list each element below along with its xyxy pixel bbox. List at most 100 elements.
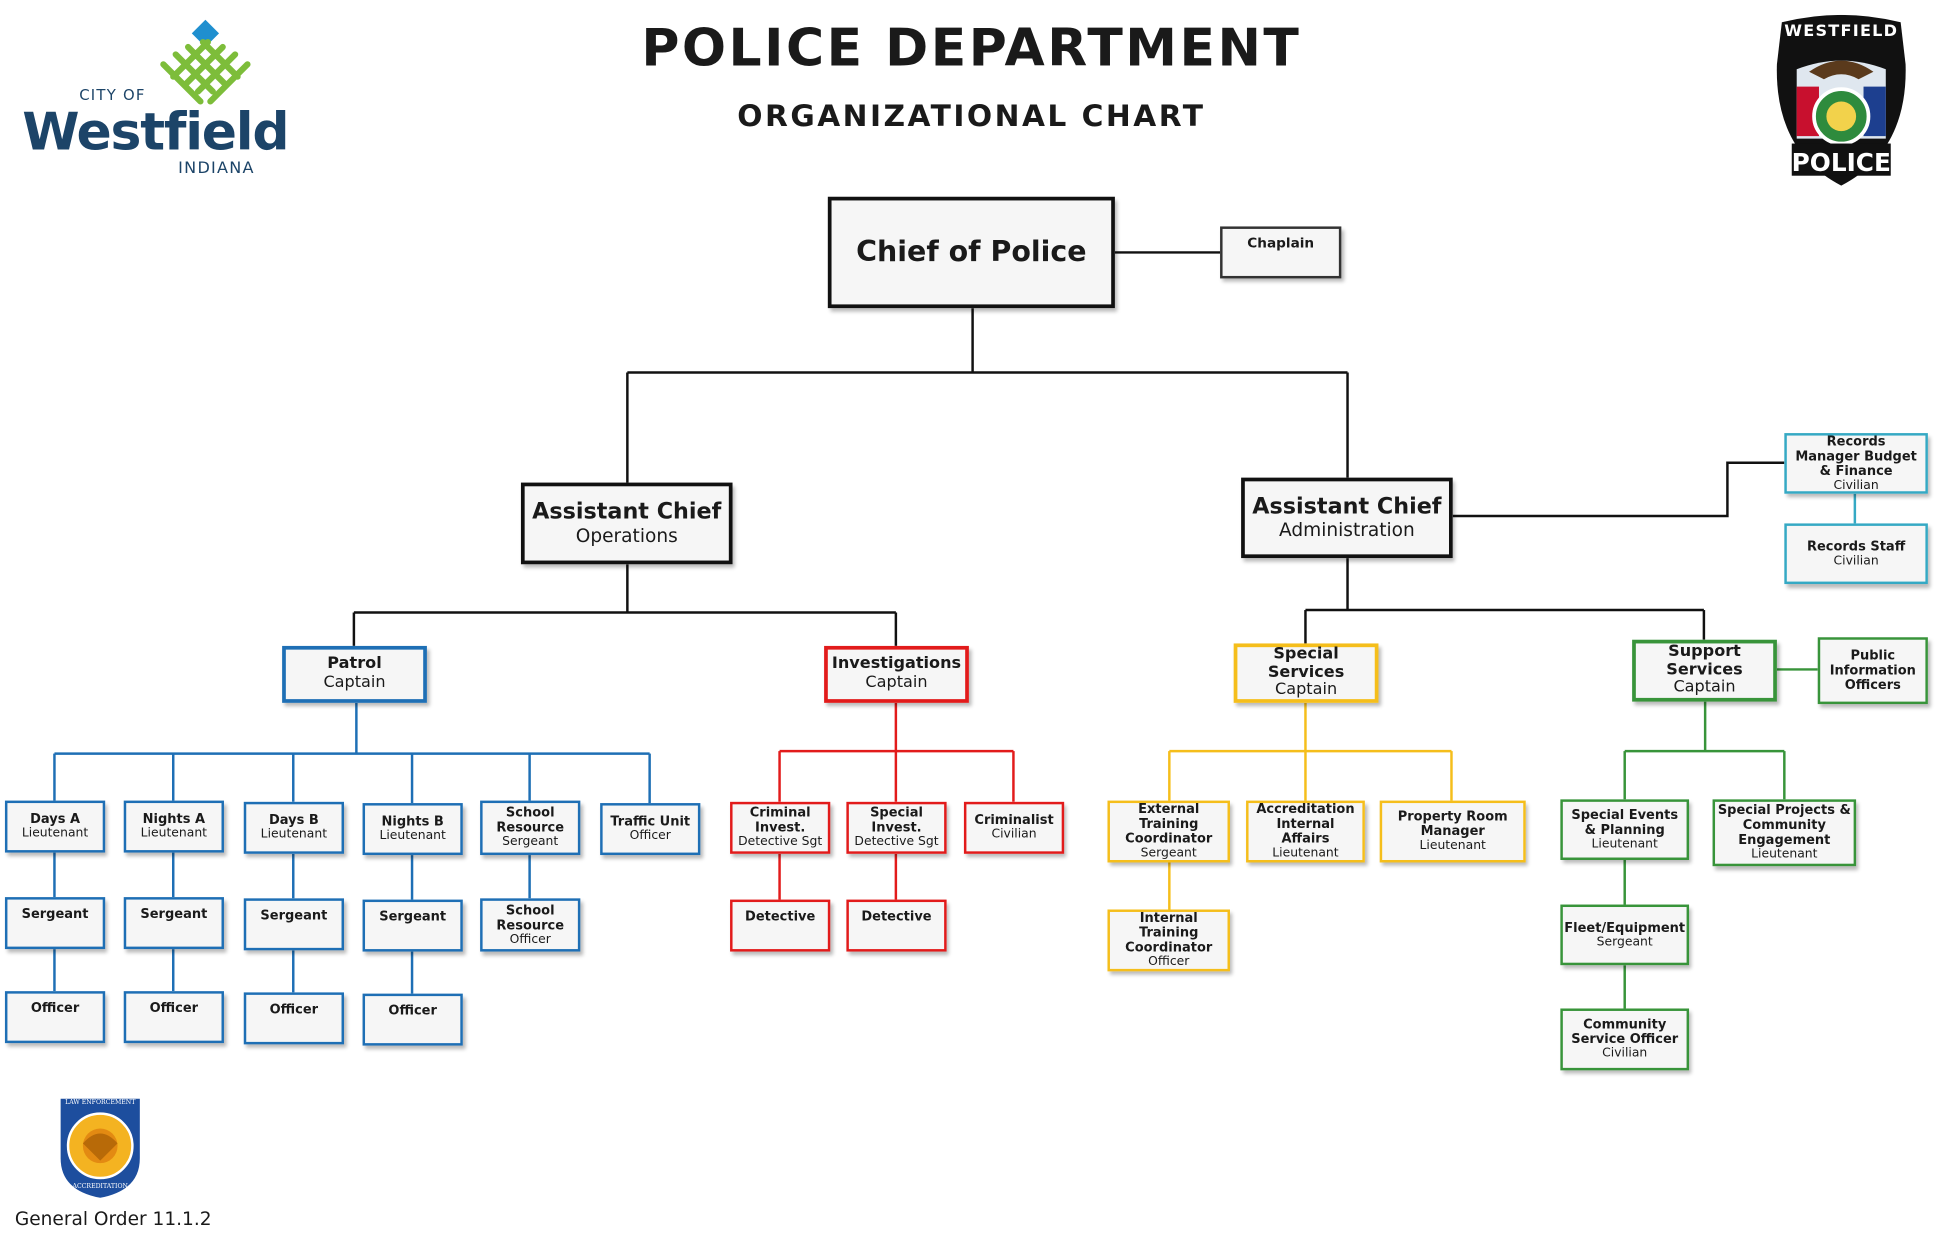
records-staff-box: Records Staff Civilian: [1784, 523, 1928, 585]
chief-of-police-title: Chief of Police: [856, 236, 1087, 269]
city-logo-line1: CITY OF: [79, 86, 146, 104]
city-logo: CITY OF Westfield INDIANA: [17, 15, 290, 182]
detective-box: Detective: [730, 899, 831, 952]
patrol-officer-box: Officer: [123, 991, 224, 1044]
patrol-unit-days-b: Days B Lieutenant: [243, 801, 344, 854]
assistant-chief-operations-box: Assistant Chief Operations: [520, 482, 733, 565]
patrol-sergeant-box: Sergeant: [4, 897, 106, 950]
city-logo-line2: Westfield: [22, 101, 289, 163]
police-badge-icon: [1776, 14, 1906, 186]
patrol-unit-sub: Officer: [629, 829, 671, 844]
school-resource-officer-title: School Resource: [496, 902, 565, 933]
inv-unit-sub: Civilian: [991, 828, 1037, 842]
accreditation-seal-icon: [60, 1098, 140, 1198]
patrol-unit-nights-a: Nights A Lieutenant: [123, 800, 224, 853]
officer-title: Officer: [388, 1003, 437, 1019]
internal-training-sub: Officer: [1148, 955, 1190, 970]
special-unit-sub: Lieutenant: [1272, 846, 1339, 861]
detective-box: Detective: [846, 899, 947, 952]
special-unit-sub: Sergeant: [1140, 846, 1197, 861]
patrol-unit-traffic: Traffic Unit Officer: [600, 803, 701, 856]
support-unit-title: Special Projects & Community Engagement: [1717, 803, 1851, 848]
internal-training-title: Internal Training Coordinator: [1125, 910, 1213, 956]
records-manager-box: Records Manager Budget & Finance Civilia…: [1784, 433, 1928, 494]
sergeant-title: Sergeant: [260, 908, 328, 924]
patrol-unit-title: Traffic Unit: [610, 814, 691, 830]
patrol-officer-box: Officer: [243, 992, 344, 1045]
patrol-captain-box: Patrol Captain: [282, 645, 427, 703]
special-unit-sub: Lieutenant: [1419, 839, 1486, 853]
patrol-unit-title: School Resource: [496, 805, 565, 836]
special-services-title: Special Services: [1267, 644, 1345, 682]
special-invest-box: Special Invest. Detective Sgt: [846, 801, 947, 854]
patrol-officer-box: Officer: [4, 991, 106, 1044]
sergeant-title: Sergeant: [140, 907, 208, 922]
seal-top-text: LAW ENFORCEMENT: [65, 1098, 136, 1107]
officer-title: Officer: [269, 1002, 319, 1018]
investigations-title: Investigations: [831, 654, 962, 674]
patrol-sub: Captain: [323, 673, 386, 692]
patrol-sergeant-box: Sergeant: [362, 899, 463, 952]
investigations-sub: Captain: [865, 673, 928, 692]
badge-bottom-text: POLICE: [1791, 147, 1891, 177]
school-resource-officer-sub: Officer: [509, 932, 551, 947]
special-services-sub: Captain: [1275, 681, 1338, 700]
community-service-officer-box: Community Service Officer Civilian: [1560, 1008, 1690, 1071]
patrol-unit-days-a: Days A Lieutenant: [4, 800, 106, 853]
patrol-unit-title: Days B: [268, 813, 319, 829]
admin-chief-sub: Administration: [1278, 518, 1415, 542]
school-resource-officer-box: School Resource Officer: [480, 898, 581, 952]
accreditation-seal: LAW ENFORCEMENT ACCREDITATION: [56, 1094, 145, 1200]
sergeant-title: Sergeant: [21, 907, 89, 922]
support-unit-title: Special Events & Planning: [1571, 807, 1679, 838]
fleet-title: Fleet/Equipment: [1564, 920, 1686, 936]
criminalist-box: Criminalist Civilian: [963, 801, 1065, 854]
cso-title: Community Service Officer: [1571, 1017, 1679, 1048]
ops-chief-title: Assistant Chief: [532, 498, 722, 525]
patrol-unit-title: Nights B: [381, 814, 444, 830]
public-information-officers-box: Public Information Officers: [1817, 637, 1928, 705]
special-services-captain-box: Special Services Captain: [1233, 643, 1379, 703]
city-logo-line3: INDIANA: [178, 159, 255, 179]
support-services-title: Support Services: [1666, 641, 1743, 679]
admin-chief-title: Assistant Chief: [1252, 493, 1442, 520]
records-manager-title: Records Manager Budget & Finance: [1795, 433, 1917, 479]
chief-of-police-box: Chief of Police: [827, 196, 1115, 309]
patrol-unit-sub: Lieutenant: [260, 828, 328, 842]
internal-training-box: Internal Training Coordinator Officer: [1107, 909, 1230, 972]
inv-unit-title: Criminalist: [974, 813, 1054, 829]
patrol-title: Patrol: [327, 654, 382, 674]
records-manager-sub: Civilian: [1833, 478, 1879, 493]
special-services-connectors: [1168, 702, 1453, 910]
inv-unit-sub: Detective Sgt: [854, 835, 939, 850]
ops-chief-sub: Operations: [575, 524, 678, 547]
city-logo-mark-icon: [160, 19, 251, 105]
patrol-unit-title: Nights A: [142, 812, 206, 827]
investigations-captain-box: Investigations Captain: [824, 645, 969, 703]
detective-title: Detective: [745, 909, 816, 925]
accreditation-box: Accreditation Internal Affairs Lieutenan…: [1246, 800, 1365, 863]
chaplain-box: Chaplain: [1220, 226, 1342, 279]
inv-unit-title: Special Invest.: [870, 805, 923, 836]
records-staff-title: Records Staff: [1806, 539, 1906, 555]
badge-top-text: WESTFIELD: [1784, 22, 1899, 41]
special-events-box: Special Events & Planning Lieutenant: [1560, 799, 1690, 860]
patrol-connectors: [53, 702, 651, 994]
patrol-unit-school-resource: School Resource Sergeant: [480, 800, 581, 856]
fleet-sub: Sergeant: [1596, 935, 1653, 949]
support-services-sub: Captain: [1673, 678, 1736, 698]
inv-unit-title: Criminal Invest.: [749, 805, 811, 836]
special-unit-title: External Training Coordinator: [1125, 802, 1213, 847]
patrol-sergeant-box: Sergeant: [243, 898, 344, 951]
page-title: POLICE DEPARTMENT: [641, 17, 1302, 78]
seal-bottom-text: ACCREDITATION: [72, 1182, 128, 1191]
officer-title: Officer: [149, 1001, 199, 1016]
patrol-unit-sub: Lieutenant: [379, 829, 446, 844]
police-badge: WESTFIELD POLICE: [1772, 14, 1911, 188]
patrol-unit-sub: Lieutenant: [140, 826, 208, 841]
property-room-box: Property Room Manager Lieutenant: [1379, 800, 1526, 863]
support-services-captain-box: Support Services Captain: [1632, 639, 1777, 702]
officer-title: Officer: [30, 1001, 80, 1016]
